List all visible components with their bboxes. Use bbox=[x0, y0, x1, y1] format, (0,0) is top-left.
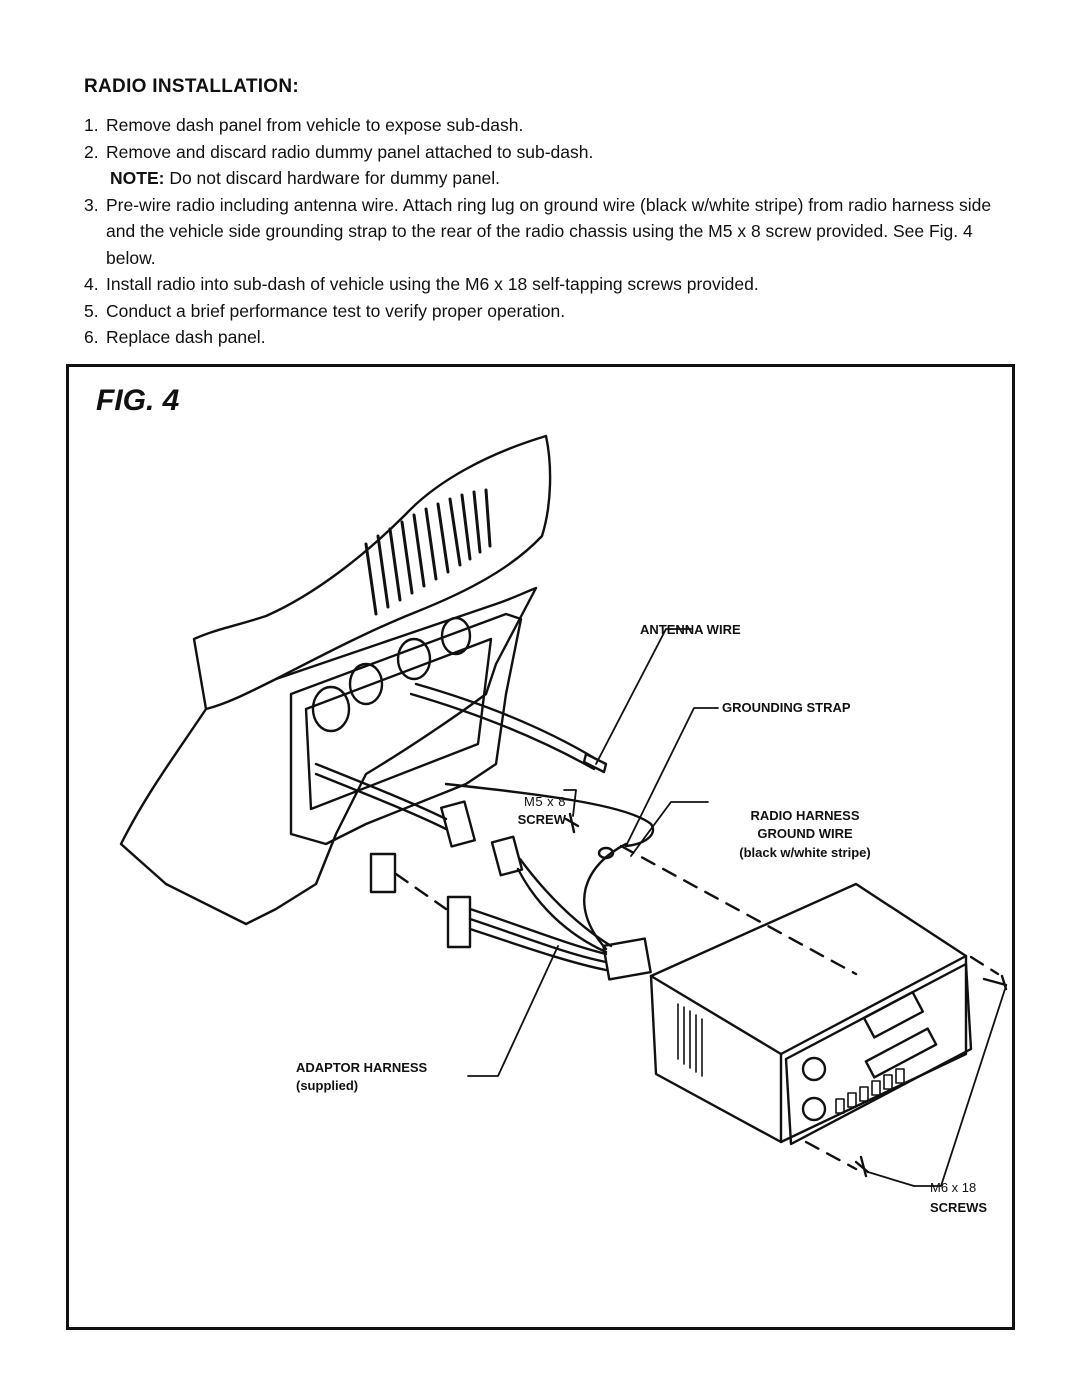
radio-buttons-icon bbox=[835, 1068, 905, 1114]
label-m5-screw-line2: SCREW bbox=[517, 812, 566, 827]
harness-plug-icon bbox=[602, 937, 652, 981]
connector-icon bbox=[446, 895, 472, 949]
step-3: 3. Pre-wire radio including antenna wire… bbox=[84, 192, 1014, 272]
connector-icon bbox=[440, 800, 476, 848]
step-text: Pre-wire radio including antenna wire. A… bbox=[106, 194, 992, 268]
m6-screw-icon bbox=[854, 1155, 870, 1178]
label-adaptor-harness-line2: (supplied) bbox=[296, 1078, 359, 1093]
step-number: 6. bbox=[84, 327, 99, 347]
leader-line bbox=[467, 945, 559, 1077]
connector-icon bbox=[490, 835, 524, 877]
step-2: 2. Remove and discard radio dummy panel … bbox=[84, 139, 1014, 166]
grounding-strap bbox=[444, 782, 655, 848]
step-number: 4. bbox=[84, 274, 99, 294]
m5-screw-icon bbox=[564, 812, 580, 834]
radio-chassis bbox=[649, 882, 968, 1144]
dashed-guide bbox=[804, 1140, 858, 1171]
label-radio-harness-line1: RADIO HARNESS bbox=[750, 808, 860, 823]
note-text: Do not discard hardware for dummy panel. bbox=[164, 168, 501, 188]
leader-line bbox=[563, 789, 577, 817]
step-6: 6. Replace dash panel. bbox=[84, 324, 1014, 351]
leader-line bbox=[867, 1171, 915, 1187]
dashed-guide bbox=[969, 955, 1000, 976]
note-line: NOTE: Do not discard hardware for dummy … bbox=[84, 165, 1014, 192]
step-number: 2. bbox=[84, 141, 99, 162]
step-text: Remove dash panel from vehicle to expose… bbox=[106, 115, 524, 135]
label-antenna-wire: ANTENNA WIRE bbox=[640, 622, 741, 637]
step-text: Conduct a brief performance test to veri… bbox=[106, 300, 566, 321]
adaptor-harness bbox=[468, 907, 608, 956]
leader-line bbox=[913, 985, 1007, 1187]
step-text: Install radio into sub-dash of vehicle u… bbox=[106, 274, 759, 294]
step-number: 1. bbox=[84, 115, 99, 135]
leader-line bbox=[625, 707, 719, 847]
section-heading: RADIO INSTALLATION: bbox=[84, 76, 300, 97]
radio-knob-icon bbox=[801, 1056, 827, 1082]
connector-icon bbox=[369, 852, 397, 894]
dashed-guide bbox=[619, 844, 858, 976]
knob-icon bbox=[348, 662, 384, 706]
radio-vent-icon bbox=[677, 1003, 703, 1077]
step-text: Remove and discard radio dummy panel att… bbox=[106, 141, 594, 162]
label-m6-screws-line1: M6 x 18 bbox=[930, 1180, 977, 1195]
label-m6-screws-line2: SCREWS bbox=[930, 1200, 988, 1215]
step-1: 1. Remove dash panel from vehicle to exp… bbox=[84, 112, 1014, 139]
knob-icon bbox=[440, 616, 472, 656]
instruction-steps: 1. Remove dash panel from vehicle to exp… bbox=[84, 112, 1014, 351]
m6-screw-icon bbox=[982, 974, 1008, 991]
leader-line bbox=[595, 628, 692, 765]
dashed-guide bbox=[394, 872, 448, 911]
step-number: 3. bbox=[84, 194, 99, 215]
dash-panel-top bbox=[192, 434, 552, 711]
step-4: 4. Install radio into sub-dash of vehicl… bbox=[84, 271, 1014, 298]
vehicle-harness bbox=[314, 762, 448, 821]
label-grounding-strap: GROUNDING STRAP bbox=[722, 700, 851, 715]
knob-icon bbox=[311, 685, 351, 733]
label-m5-screw-line1: M5 x 8 bbox=[523, 794, 566, 809]
dash-panel-face bbox=[119, 586, 538, 926]
note-label: NOTE: bbox=[110, 168, 165, 188]
sub-dash-frame bbox=[289, 612, 523, 846]
step-text: Replace dash panel. bbox=[106, 327, 266, 347]
antenna-plug-icon bbox=[582, 752, 608, 774]
label-radio-harness-line2: GROUND WIRE bbox=[757, 826, 853, 841]
step-number: 5. bbox=[84, 300, 99, 321]
figure-title: FIG. 4 bbox=[96, 384, 180, 417]
installation-diagram bbox=[119, 434, 1008, 1187]
leader-line bbox=[630, 801, 709, 857]
label-adaptor-harness-line1: ADAPTOR HARNESS bbox=[296, 1060, 428, 1075]
radio-knob-icon bbox=[801, 1096, 827, 1122]
label-radio-harness-line3: (black w/white stripe) bbox=[739, 845, 871, 860]
knob-icon bbox=[396, 637, 432, 681]
figure-frame bbox=[66, 364, 1015, 1330]
step-5: 5. Conduct a brief performance test to v… bbox=[84, 298, 1014, 325]
vent-grille-icon bbox=[364, 488, 492, 616]
